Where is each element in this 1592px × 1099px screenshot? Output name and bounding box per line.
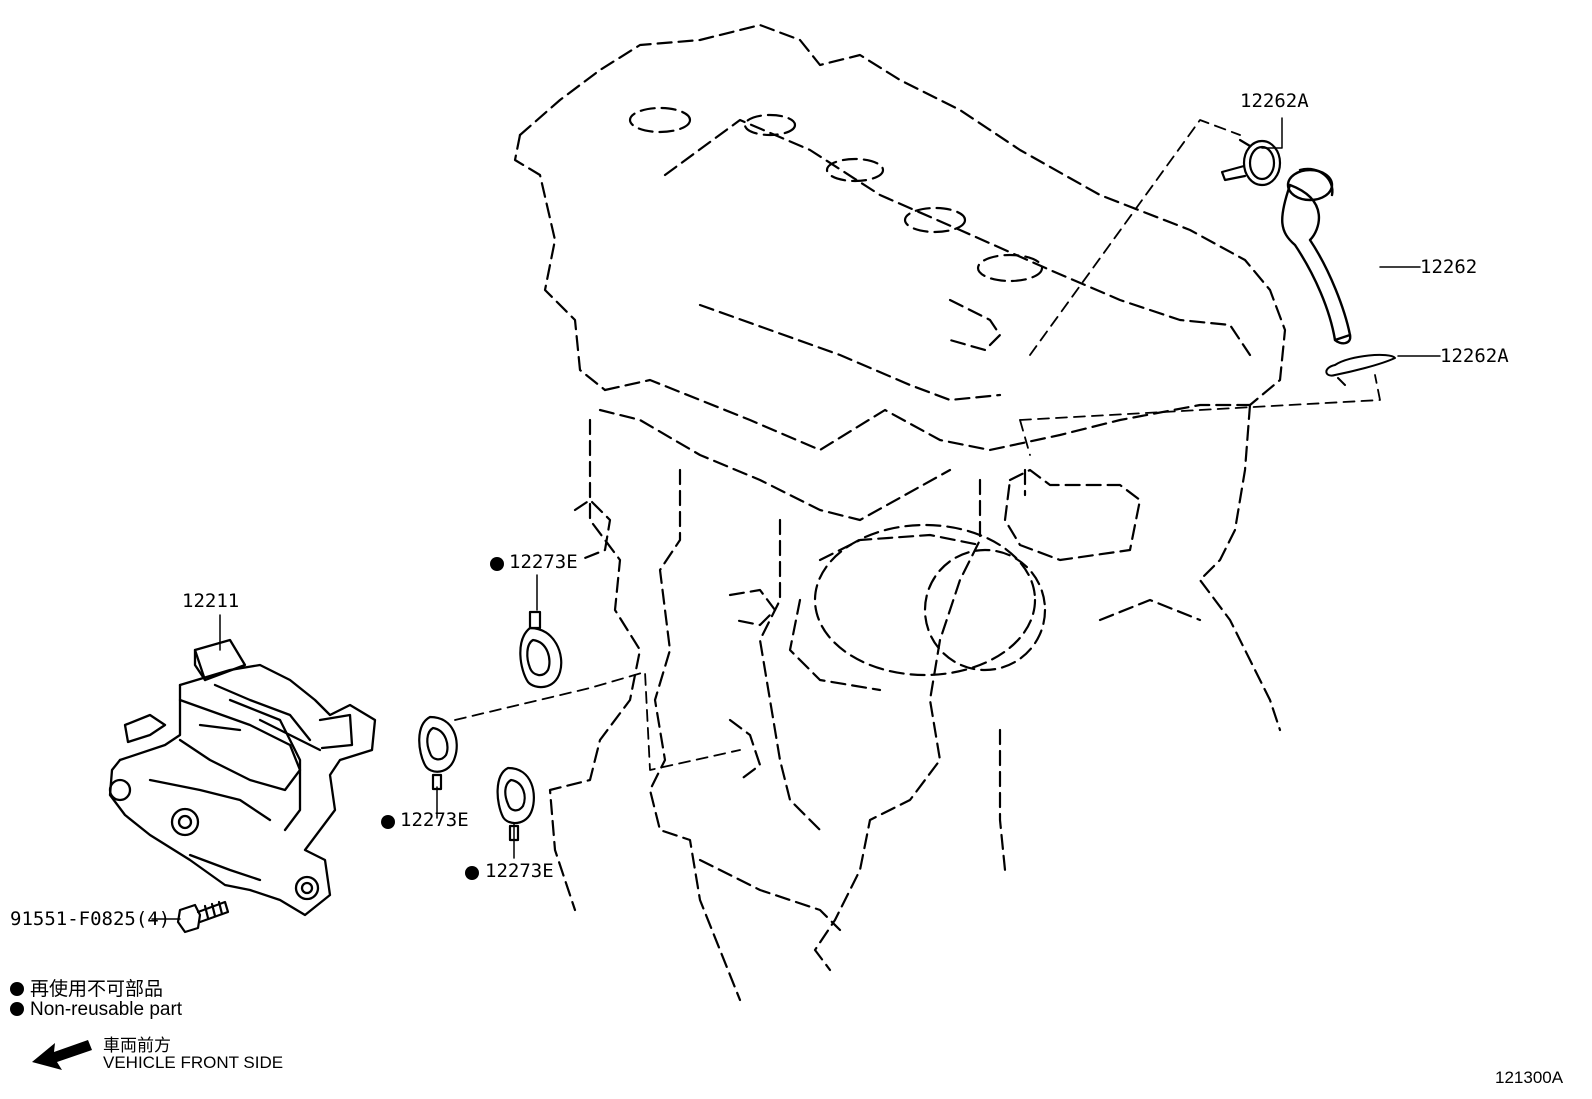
vehicle-front-jp: 車両前方 xyxy=(103,1036,171,1055)
legend-non-reusable-en: Non-reusable part xyxy=(10,999,182,1021)
part-label-clamp-top[interactable]: 12262A xyxy=(1240,90,1309,112)
clamp-bottom xyxy=(1325,353,1396,386)
clamp-top xyxy=(1220,138,1282,187)
label-leaders xyxy=(151,117,1441,920)
diagram-id: 121300A xyxy=(1495,1068,1564,1087)
part-label-hose[interactable]: 12262 xyxy=(1420,256,1478,278)
legend-bullet-icon xyxy=(10,982,24,996)
part-label-gasket-lower[interactable]: 12273E xyxy=(485,860,554,882)
part-label-clamp-bottom[interactable]: 12262A xyxy=(1440,345,1509,367)
part-label-gasket-upper[interactable]: 12273E xyxy=(509,551,578,573)
non-reusable-bullet-icon xyxy=(381,815,395,829)
part-label-bolt[interactable]: 91551-F0825(4) xyxy=(10,908,171,930)
legend-bullet-icon xyxy=(10,1002,24,1016)
bolt-91551 xyxy=(176,900,230,934)
legend-en-text: Non-reusable part xyxy=(30,999,183,1020)
oil-separator xyxy=(108,638,377,917)
gasket-lower xyxy=(496,766,535,842)
non-reusable-bullet-icon xyxy=(465,866,479,880)
gasket-left xyxy=(418,715,458,791)
non-reusable-bullet-icon xyxy=(490,557,504,571)
part-label-gasket-left[interactable]: 12273E xyxy=(400,809,469,831)
leader-dashes xyxy=(454,119,1381,771)
vehicle-front-arrow xyxy=(32,1040,92,1070)
vehicle-front-en: VEHICLE FRONT SIDE xyxy=(103,1053,284,1072)
legend-jp-text: 再使用不可部品 xyxy=(30,979,164,1000)
pcv-hose xyxy=(1281,167,1352,345)
gasket-upper xyxy=(519,610,563,689)
legend-non-reusable-jp: 再使用不可部品 xyxy=(10,974,163,1001)
engine-block-outline xyxy=(513,23,1287,1002)
part-label-separator[interactable]: 12211 xyxy=(182,590,240,612)
